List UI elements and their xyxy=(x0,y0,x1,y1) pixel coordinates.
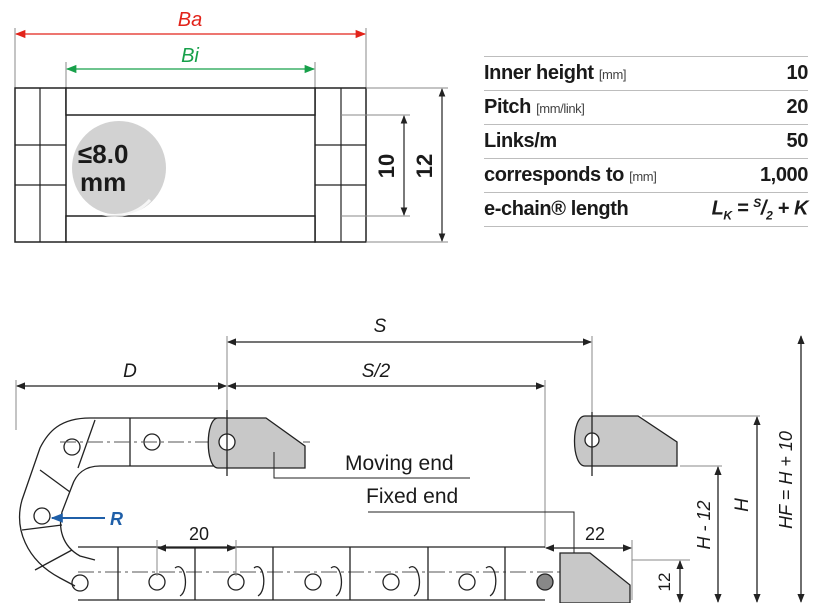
spec-label: Pitch xyxy=(484,96,531,118)
chain-length-formula: LK = S/2 + K xyxy=(691,192,808,227)
inner-height-label: 10 xyxy=(374,154,399,178)
spec-label: e-chain® length xyxy=(484,192,692,227)
cable-diameter-badge: ≤8.0 mm xyxy=(72,121,166,217)
spec-unit: [mm] xyxy=(598,67,627,82)
outer-height-label: 12 xyxy=(412,154,437,178)
radius-label: R xyxy=(110,509,123,529)
lower-height-label: 12 xyxy=(655,573,674,592)
h-label: H xyxy=(732,498,753,512)
cross-section: Ba Bi ≤8.0 mm 10 12 xyxy=(14,9,448,243)
side-view: R Moving end Fixed end xyxy=(15,316,805,603)
spec-value: 50 xyxy=(691,124,808,159)
badge-value: ≤8.0 xyxy=(78,139,128,169)
pitch-label: 20 xyxy=(189,524,209,544)
spec-row-chain-length: e-chain® length LK = S/2 + K xyxy=(484,192,808,227)
chain-lower-run xyxy=(78,546,545,601)
bi-label: Bi xyxy=(181,45,199,67)
chain-bend-outer xyxy=(18,417,225,587)
spec-unit: [mm] xyxy=(629,169,657,184)
chain-bend-inner xyxy=(59,465,225,561)
spec-table: Inner height [mm] 10 Pitch [mm/link] 20 … xyxy=(484,56,808,227)
d-label: D xyxy=(123,361,137,382)
fixed-end-label: Fixed end xyxy=(366,485,458,508)
lower-run-links xyxy=(117,547,506,600)
spec-unit: [mm/link] xyxy=(536,101,585,116)
h-minus-label: H - 12 xyxy=(694,500,714,549)
spec-label: Links/m xyxy=(484,130,557,152)
right-end-bracket xyxy=(573,415,678,467)
badge-unit: mm xyxy=(80,167,126,197)
bottom-crossbar xyxy=(65,215,316,243)
moving-end-bracket xyxy=(207,417,306,469)
hf-label: HF = H + 10 xyxy=(776,431,796,529)
end-length-label: 22 xyxy=(585,524,605,544)
spec-row-pitch: Pitch [mm/link] 20 xyxy=(484,90,808,125)
top-crossbar xyxy=(65,87,316,116)
spec-label: Inner height xyxy=(484,62,594,84)
spec-label: corresponds to xyxy=(484,164,624,186)
spec-row-inner-height: Inner height [mm] 10 xyxy=(484,56,808,91)
spec-row-links-per-meter: Links/m 50 xyxy=(484,124,808,159)
spec-value: 10 xyxy=(691,56,808,91)
s-label: S xyxy=(374,316,387,337)
spec-row-corresponds-to: corresponds to [mm] 1,000 xyxy=(484,158,808,193)
moving-end-label: Moving end xyxy=(345,452,454,475)
fixed-end-bracket xyxy=(559,552,631,603)
spec-value: 1,000 xyxy=(691,158,808,193)
spec-value: 20 xyxy=(691,90,808,125)
ba-label: Ba xyxy=(178,9,202,31)
s-half-label: S/2 xyxy=(362,361,391,382)
